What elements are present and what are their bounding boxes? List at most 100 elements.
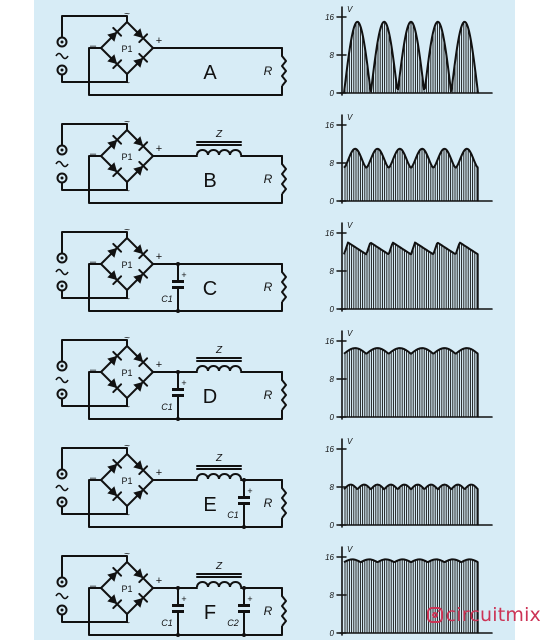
diode-bar [138, 357, 149, 368]
diode-bar [112, 491, 123, 502]
ac-sine-icon [55, 376, 69, 384]
negative-rail [88, 47, 283, 96]
diode-bar [138, 573, 149, 584]
diode-bar [138, 376, 149, 387]
ac-terminal-dot [60, 284, 64, 288]
watermark: circuitmix [426, 604, 541, 626]
waveform-envelope [343, 347, 479, 355]
capacitor-c1-plate [172, 280, 184, 283]
ac-sine-icon [55, 268, 69, 276]
ac-terminal-dot [60, 40, 64, 44]
capacitor-c1-plate [172, 394, 184, 397]
diode-bar [112, 59, 123, 70]
waveform-envelope [343, 241, 479, 256]
inductor-coil [196, 581, 242, 588]
inductor-label: Z [215, 453, 223, 464]
waveform-envelope [343, 20, 479, 94]
waveform-envelope [343, 483, 479, 491]
diode-bar [138, 141, 149, 152]
capacitor-c2-label: C2 [227, 618, 239, 628]
y-tick-label: 8 [330, 51, 335, 60]
diode-bar [112, 458, 123, 469]
diode-bar [112, 383, 123, 394]
resistor-label: R [264, 172, 273, 186]
bridge-ac-mark: ~ [124, 294, 130, 305]
capacitor-c2-plate [238, 610, 250, 613]
circuit-panel-B: P1~~–+ZRB [55, 117, 287, 204]
ac-wire-bottom [61, 74, 128, 83]
ac-terminal-dot [60, 392, 64, 396]
y-tick-label: 8 [330, 591, 335, 600]
junction-dot [176, 586, 180, 590]
y-unit-label: V [347, 5, 353, 14]
diode-symbol [107, 54, 118, 65]
capacitor-c2-label: C1 [227, 510, 239, 520]
instagram-icon [426, 607, 443, 623]
panel-letter: B [203, 170, 216, 192]
ac-terminal-dot [60, 580, 64, 584]
diode-symbol [133, 597, 144, 608]
diode-symbol [107, 139, 118, 150]
y-unit-label: V [347, 221, 353, 230]
panel-letter: A [203, 62, 217, 84]
y-tick-label: 0 [330, 413, 335, 422]
y-tick-label: 8 [330, 375, 335, 384]
capacitor-c2-plus: + [247, 486, 252, 496]
diode-symbol [107, 378, 118, 389]
resistor-label: R [264, 64, 273, 78]
bridge-ac-mark: ~ [124, 510, 130, 521]
capacitor-c1-plate [172, 610, 184, 613]
bridge-label: P1 [121, 260, 132, 270]
panel-letter: F [204, 602, 216, 624]
diode-bar [138, 465, 149, 476]
capacitor-c1-plus: + [181, 378, 186, 388]
bridge-minus-label: – [90, 580, 97, 592]
bridge-minus-label: – [90, 472, 97, 484]
inductor-label: Z [215, 129, 223, 140]
capacitor-c1-label: C1 [161, 618, 173, 628]
y-tick-label: 0 [330, 89, 335, 98]
ac-wire-bottom [61, 398, 128, 407]
ac-terminal-dot [60, 500, 64, 504]
ac-wire-top [61, 123, 128, 146]
diode-bar [138, 484, 149, 495]
bridge-label: P1 [121, 44, 132, 54]
capacitor-c1-plate [172, 286, 184, 289]
circuit-panel-E: P1~~–+ZR+C1E [55, 441, 287, 529]
diode-bar [112, 350, 123, 361]
circuit-panel-A: P1~~–+RA [55, 9, 287, 96]
negative-rail [88, 479, 283, 528]
y-tick-label: 16 [325, 121, 334, 130]
bridge-ac-mark: ~ [124, 618, 130, 629]
y-tick-label: 0 [330, 305, 335, 314]
diode-bar [112, 242, 123, 253]
diode-symbol [133, 273, 144, 284]
y-tick-label: 8 [330, 267, 335, 276]
ac-wire-bottom [61, 290, 128, 299]
panel-letter: E [203, 494, 216, 516]
junction-dot [176, 633, 180, 637]
diode-symbol [133, 28, 144, 39]
ac-terminal-dot [60, 608, 64, 612]
bridge-ac-mark: ~ [124, 117, 130, 128]
resistor-symbol [281, 163, 287, 195]
panel-letter: D [203, 386, 217, 408]
ac-terminal-dot [60, 364, 64, 368]
diode-symbol [133, 568, 144, 579]
y-tick-label: 0 [330, 629, 335, 638]
bridge-plus-label: + [156, 143, 162, 155]
inductor-label: Z [215, 345, 223, 356]
waveform-envelope [343, 147, 479, 169]
ac-sine-icon [55, 484, 69, 492]
ac-terminal-dot [60, 68, 64, 72]
y-unit-label: V [347, 113, 353, 122]
inductor-coil [196, 365, 242, 372]
bridge-ac-mark: ~ [124, 441, 130, 452]
diode-symbol [133, 489, 144, 500]
